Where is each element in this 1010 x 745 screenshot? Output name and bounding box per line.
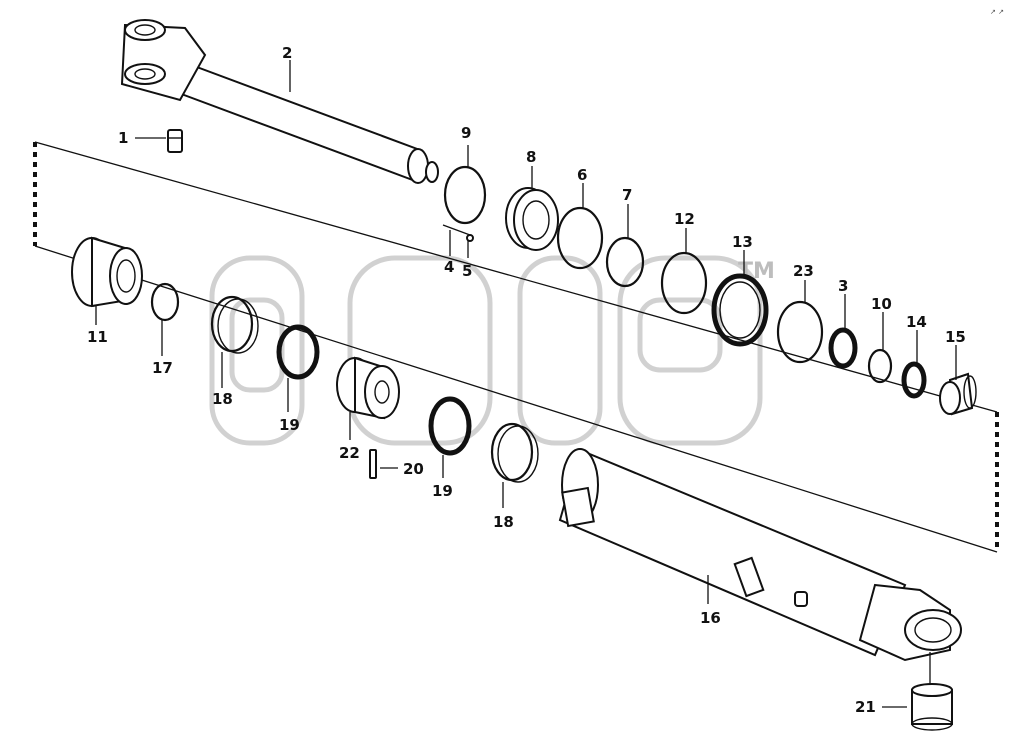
callout-12: 12 [674,210,695,228]
callout-1: 1 [118,129,128,147]
wear-ring-part-18-lower [490,422,539,508]
callout-5: 5 [462,262,472,280]
callout-labels: 2 1 9 8 6 7 12 13 23 3 10 14 15 4 5 11 1… [87,44,966,716]
seal-part-13 [711,250,769,347]
screw-part-20 [369,449,398,479]
callout-7: 7 [622,186,632,204]
gland-part-11 [71,236,143,325]
callout-22: 21 [855,698,876,716]
callout-17: 17 [152,359,173,377]
callout-13: 13 [732,233,753,251]
ring-part-10 [867,312,893,384]
grease-nipple-part-1 [135,129,183,153]
guide-part-8 [505,166,559,251]
callout-9: 9 [461,124,471,142]
ring-part-14 [901,330,927,399]
callout-4: 4 [444,258,454,276]
seal-part-19-upper [276,324,320,412]
callout-19-lower: 19 [432,482,453,500]
corner-mark: ↗ ↗ [990,8,1004,16]
bushing-part-22 [882,683,953,731]
callout-23: 23 [793,262,814,280]
callout-18-lower: 18 [493,513,514,531]
callout-2: 2 [282,44,292,62]
piston-part-21 [336,356,400,440]
wear-ring-part-18-upper [210,295,259,388]
piston-rod-part-2 [120,19,439,184]
o-ring-part-12 [660,228,708,315]
callout-16: 16 [700,609,721,627]
callout-18-upper: 18 [212,390,233,408]
ball-part-5 [466,234,474,258]
snap-ring-part-9 [443,145,487,225]
watermark: TM [209,255,775,446]
o-ring-part-7 [605,204,645,288]
callout-15: 15 [945,328,966,346]
callout-20: 20 [403,460,424,478]
o-ring-part-17 [150,282,180,356]
assembly-line [33,141,999,553]
callout-8: 8 [526,148,536,166]
bushing-part-15 [939,345,977,416]
callout-19-upper: 19 [279,416,300,434]
ring-part-3 [828,294,858,369]
callout-6: 6 [577,166,587,184]
callout-11: 11 [87,328,108,346]
o-ring-part-23 [776,280,824,364]
callout-3: 3 [838,277,848,295]
callout-21: 22 [339,444,360,462]
cylinder-barrel-part-16 [558,448,962,684]
pin-part-4 [442,224,471,256]
seal-part-6 [556,183,604,270]
seal-part-19-lower [428,396,472,478]
callout-14: 14 [906,313,927,331]
callout-10: 10 [871,295,892,313]
